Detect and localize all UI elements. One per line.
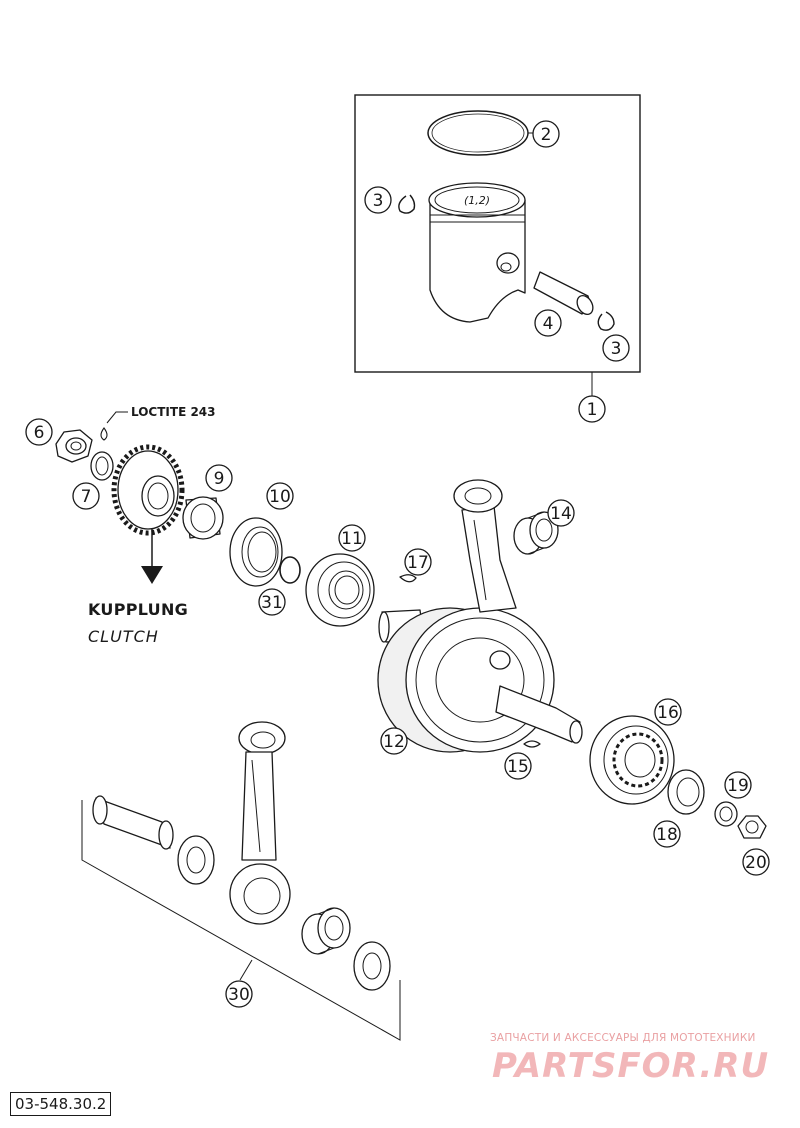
callout-31: 31 (258, 588, 286, 616)
piston-marking: (1,2) (464, 194, 490, 207)
svg-text:17: 17 (407, 553, 429, 573)
crankshaft (377, 479, 583, 753)
piston: (1,2) (428, 182, 526, 323)
piston-kit-box (354, 94, 641, 373)
svg-text:30: 30 (228, 985, 250, 1005)
callout-14: 14 (547, 499, 575, 527)
clutch-direction-arrow (141, 566, 163, 584)
nut-right (737, 815, 767, 839)
svg-text:6: 6 (34, 423, 45, 443)
callout-3-right: 3 (602, 334, 630, 362)
callout-19: 19 (724, 771, 752, 799)
svg-text:3: 3 (373, 191, 384, 211)
svg-text:7: 7 (81, 487, 92, 507)
o-ring (279, 556, 301, 584)
callout-18: 18 (653, 820, 681, 848)
callout-7: 7 (72, 482, 100, 510)
svg-text:15: 15 (507, 757, 529, 777)
svg-text:11: 11 (341, 529, 363, 549)
ball-bearing-left (305, 553, 375, 627)
spacer-bushing (182, 496, 224, 540)
loctite-drop-icon (100, 427, 108, 441)
washer-right (714, 801, 738, 827)
kupplung-label: KUPPLUNG (88, 600, 189, 619)
svg-text:18: 18 (656, 825, 678, 845)
woodruff-key-upper (399, 574, 417, 583)
piston-pin (533, 271, 594, 315)
callout-17: 17 (404, 548, 432, 576)
watermark-logo: PARTSFOR.RU (492, 1046, 770, 1086)
clutch-label: CLUTCH (88, 627, 159, 646)
loctite-label: LOCTITE 243 (131, 405, 216, 419)
part-number: 03-548.30.2 (10, 1092, 112, 1116)
shaft-seal (229, 517, 283, 587)
svg-text:4: 4 (543, 314, 554, 334)
woodruff-key-lower (523, 740, 541, 748)
watermark-tagline: ЗАПЧАСТИ И АКСЕССУАРЫ ДЛЯ МОТОТЕХНИКИ (490, 1032, 756, 1044)
svg-text:1: 1 (587, 400, 598, 420)
svg-text:12: 12 (383, 732, 405, 752)
callout-10: 10 (266, 482, 294, 510)
svg-text:16: 16 (657, 703, 679, 723)
svg-text:2: 2 (541, 125, 552, 145)
svg-text:10: 10 (269, 487, 291, 507)
svg-text:9: 9 (214, 469, 225, 489)
svg-text:19: 19 (727, 776, 749, 796)
callout-2: 2 (532, 120, 560, 148)
callout-3-left: 3 (364, 186, 392, 214)
callout-4: 4 (534, 309, 562, 337)
svg-text:3: 3 (611, 339, 622, 359)
shaft-seal-right (667, 769, 705, 815)
callout-1: 1 (578, 395, 606, 423)
svg-text:14: 14 (550, 504, 572, 524)
circlip-right (597, 311, 615, 331)
callout-15: 15 (504, 752, 532, 780)
callout-12: 12 (380, 727, 408, 755)
callout-16: 16 (654, 698, 682, 726)
nut (55, 429, 93, 463)
callout-30: 30 (225, 980, 253, 1008)
svg-text:31: 31 (261, 593, 283, 613)
ball-bearing-right (589, 715, 675, 805)
lock-washer (90, 451, 114, 481)
callout-11: 11 (338, 524, 366, 552)
primary-gear (111, 444, 185, 536)
callout-6: 6 (25, 418, 53, 446)
conrod-kit (81, 721, 401, 1041)
callout-20: 20 (742, 848, 770, 876)
piston-ring (427, 110, 529, 156)
svg-text:20: 20 (745, 853, 767, 873)
circlip-left (398, 194, 416, 214)
callout-9: 9 (205, 464, 233, 492)
